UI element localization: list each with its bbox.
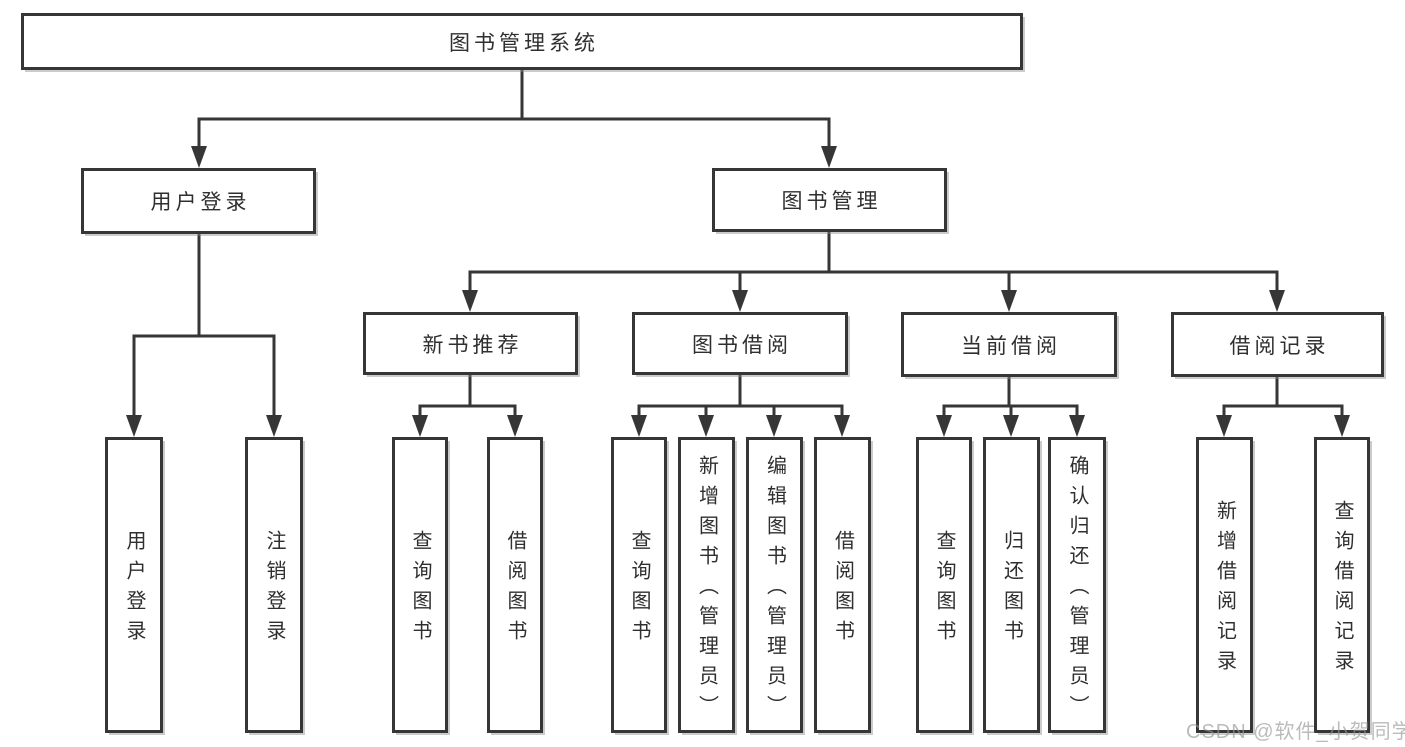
node-label: 注销登录 — [263, 530, 285, 650]
csdn-watermark: CSDN @软件_小贺同学 — [1186, 721, 1405, 743]
node-label: 查询借阅记录 — [1331, 500, 1353, 680]
arrow-icon — [1001, 290, 1017, 312]
node-label: 图书管理 — [781, 190, 882, 213]
node-label: 借阅图书 — [831, 530, 854, 650]
leaf-add-borrow-record: 新增借阅记录 — [1196, 437, 1253, 733]
arrow-icon — [412, 415, 428, 437]
node-label: 图书管理系统 — [449, 31, 599, 55]
arrow-icon — [126, 415, 142, 437]
node-label: 新增图书（管理员） — [695, 455, 718, 725]
arrow-icon — [1334, 415, 1350, 437]
node-label: 借阅图书 — [504, 530, 526, 650]
leaf-borrow-books: 借阅图书 — [814, 437, 871, 733]
arrow-icon — [821, 146, 837, 168]
arrow-icon — [1003, 415, 1019, 437]
arrow-icon — [1069, 415, 1085, 437]
node-new-book-recommend: 新书推荐 — [363, 312, 578, 375]
node-label: 借阅记录 — [1229, 334, 1330, 358]
node-user-login-module: 用户登录 — [81, 168, 316, 234]
leaf-edit-books-admin: 编辑图书（管理员） — [746, 437, 803, 733]
node-root-system: 图书管理系统 — [21, 13, 1023, 70]
node-label: 用户登录 — [123, 530, 145, 650]
leaf-recommend-borrow-books: 借阅图书 — [487, 437, 543, 733]
arrow-icon — [766, 415, 782, 437]
node-borrowing-records: 借阅记录 — [1171, 312, 1384, 377]
leaf-confirm-return-admin: 确认归还（管理员） — [1048, 437, 1106, 733]
node-label: 新增借阅记录 — [1213, 500, 1236, 680]
arrow-icon — [507, 415, 523, 437]
arrow-icon — [1216, 415, 1232, 437]
leaf-current-query-books: 查询图书 — [916, 437, 972, 733]
node-label: 查询图书 — [409, 530, 431, 650]
node-label: 图书借阅 — [692, 333, 792, 357]
leaf-return-books: 归还图书 — [983, 437, 1040, 733]
leaf-query-borrow-record: 查询借阅记录 — [1314, 437, 1370, 733]
arrow-icon — [834, 415, 850, 437]
node-label: 用户登录 — [150, 191, 251, 214]
arrow-icon — [732, 290, 748, 312]
node-label: 编辑图书（管理员） — [763, 455, 786, 725]
leaf-logout: 注销登录 — [245, 437, 303, 733]
leaf-borrowing-query-books: 查询图书 — [611, 437, 667, 733]
node-label: 查询图书 — [933, 530, 955, 650]
node-book-management: 图书管理 — [712, 168, 947, 232]
node-book-borrowing: 图书借阅 — [632, 312, 848, 375]
leaf-user-login: 用户登录 — [105, 437, 163, 733]
node-current-borrowing: 当前借阅 — [901, 312, 1117, 377]
arrow-icon — [266, 415, 282, 437]
arrow-icon — [631, 415, 647, 437]
leaf-recommend-query-books: 查询图书 — [392, 437, 448, 733]
node-label: 确认归还（管理员） — [1066, 455, 1088, 725]
node-label: 当前借阅 — [961, 334, 1061, 358]
node-label: 新书推荐 — [422, 333, 523, 357]
arrow-icon — [462, 290, 478, 312]
arrow-icon — [191, 146, 207, 168]
leaf-add-books-admin: 新增图书（管理员） — [678, 437, 735, 733]
arrow-icon — [1269, 290, 1285, 312]
arrow-icon — [936, 415, 952, 437]
node-label: 归还图书 — [1000, 530, 1023, 650]
arrowheads — [126, 146, 1350, 437]
arrow-icon — [698, 415, 714, 437]
node-label: 查询图书 — [628, 530, 650, 650]
